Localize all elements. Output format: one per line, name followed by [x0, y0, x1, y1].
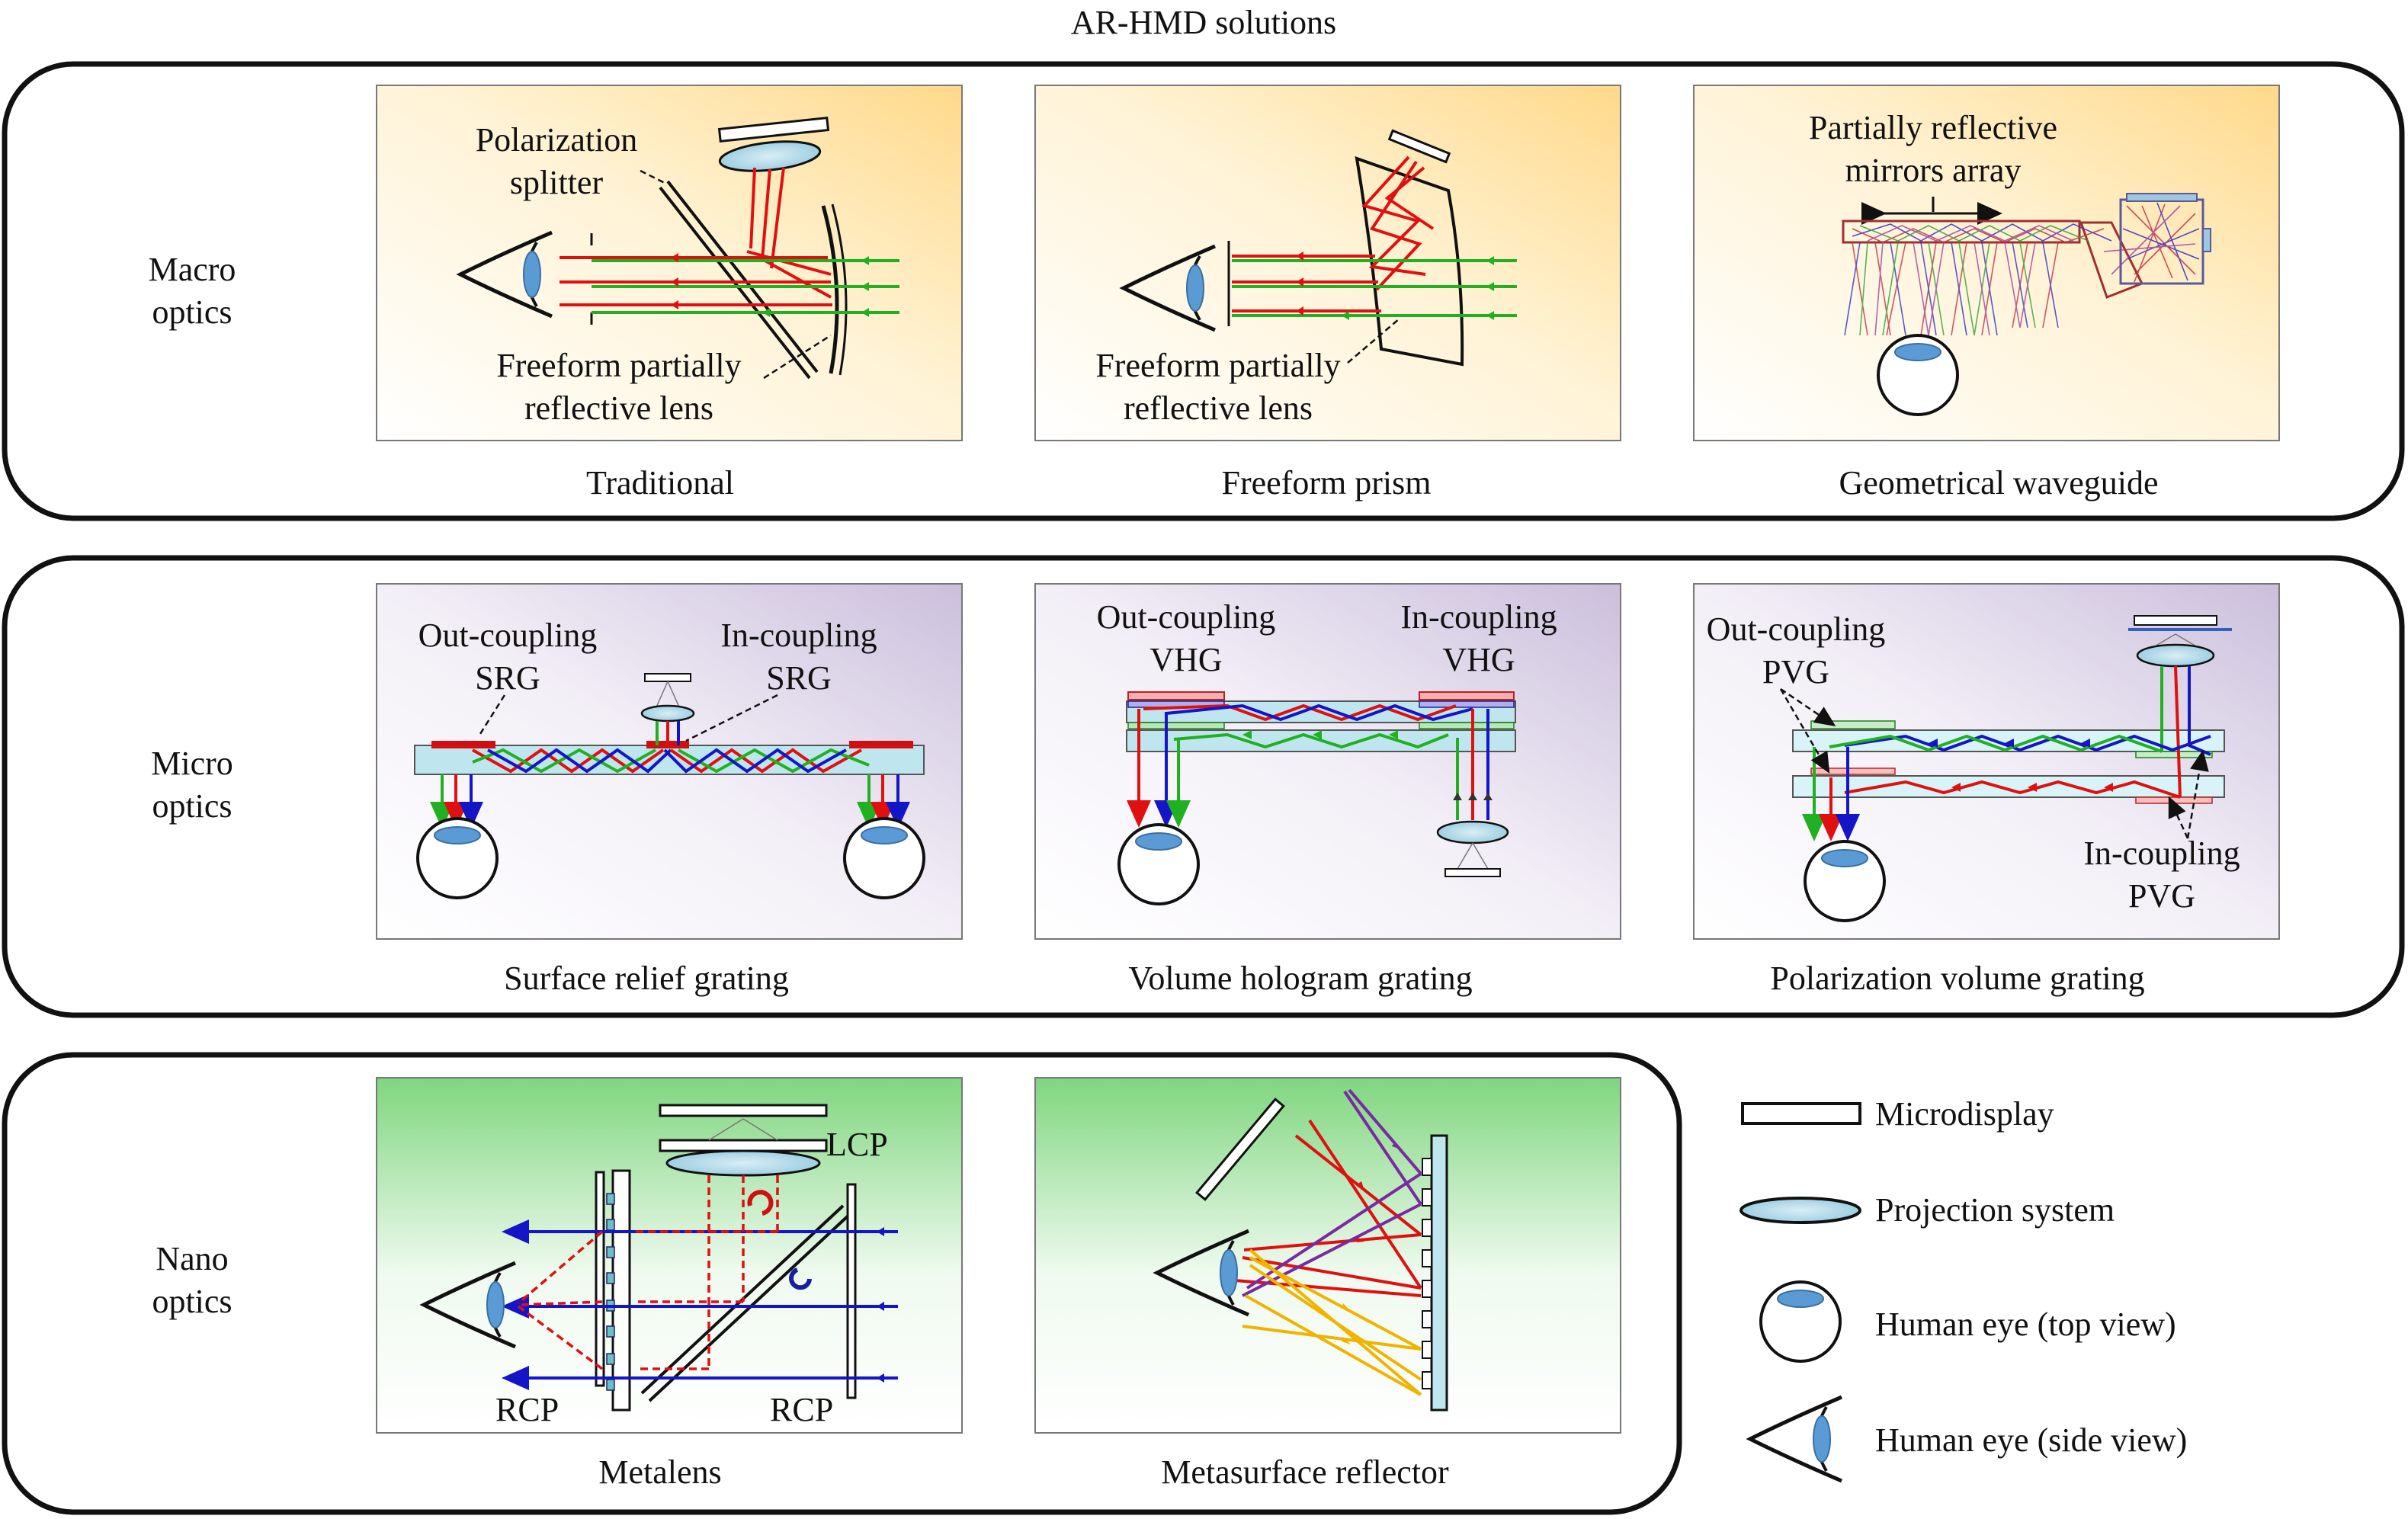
- caption-traditional: Traditional: [586, 464, 734, 502]
- waveguide-slab-icon: [1842, 220, 2081, 244]
- legend: Microdisplay Projection system Human eye…: [1739, 1095, 2187, 1481]
- projection-system-icon: [1739, 1197, 1861, 1224]
- eye-side-view-icon: [1750, 1397, 1842, 1481]
- caption-srg: Surface relief grating: [504, 960, 789, 997]
- panel-traditional: [376, 85, 963, 441]
- figure-title: AR-HMD solutions: [1071, 4, 1336, 41]
- row-macro-frame: [2, 61, 2405, 521]
- freeform-prism-icon: [1355, 155, 1464, 367]
- caption-metalens: Metalens: [598, 1453, 721, 1491]
- panel-freeform-prism: [1034, 85, 1621, 441]
- eye-top-view-icon: [1117, 823, 1200, 905]
- caption-freeform-prism: Freeform prism: [1222, 464, 1432, 502]
- caption-geometrical-waveguide: Geometrical waveguide: [1839, 464, 2158, 502]
- legend-label-eye-side: Human eye (side view): [1875, 1421, 2187, 1459]
- panel-metalens: [376, 1077, 963, 1434]
- eye-top-view-icon: [416, 817, 499, 899]
- caption-pvg: Polarization volume grating: [1770, 960, 2144, 997]
- row-nano-frame: [2, 1052, 1682, 1515]
- panel-pvg: [1693, 583, 2280, 940]
- freeform-lens-icon: [821, 205, 839, 374]
- label-rcp-left: RCP: [495, 1391, 559, 1428]
- label-rcp-right: RCP: [770, 1391, 833, 1428]
- legend-label-eye-top: Human eye (top view): [1875, 1306, 2176, 1343]
- caption-metasurface-reflector: Metasurface reflector: [1161, 1453, 1449, 1491]
- eye-top-view-icon: [1759, 1280, 1842, 1363]
- metasurface-reflector-illustration: [1157, 1088, 1448, 1412]
- row-micro-frame: [2, 555, 2405, 1018]
- panel-vhg: [1034, 583, 1621, 940]
- legend-label-microdisplay: Microdisplay: [1875, 1095, 2054, 1133]
- eye-top-view-icon: [1804, 840, 1886, 922]
- pvg-waveguide-bottom: [1792, 775, 2225, 798]
- metalens-illustration: LCP R: [424, 1104, 898, 1428]
- panel-metasurface-reflector: [1034, 1077, 1621, 1434]
- label-lcp: LCP: [826, 1126, 888, 1163]
- legend-label-projection: Projection system: [1875, 1191, 2115, 1229]
- caption-vhg: Volume hologram grating: [1128, 960, 1472, 997]
- eye-top-view-icon: [1877, 334, 1959, 416]
- metalens-plate-icon: [595, 1171, 605, 1387]
- microdisplay-icon: [1741, 1102, 1861, 1125]
- metasurface-icon: [1430, 1134, 1448, 1412]
- eye-top-view-icon: [843, 817, 925, 899]
